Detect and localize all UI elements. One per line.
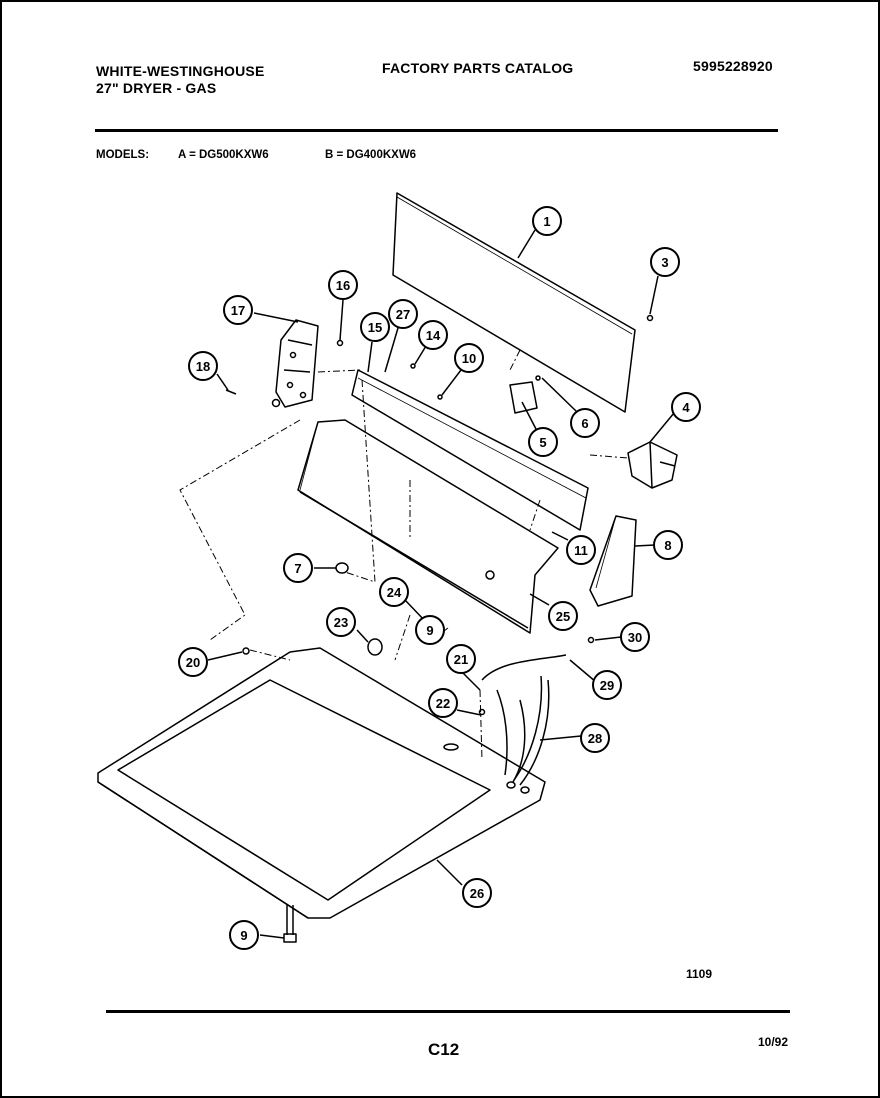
timer-part: [627, 441, 678, 489]
svg-text:21: 21: [454, 652, 468, 667]
model-b: B = DG400KXW6: [325, 149, 417, 161]
catalog-number: 5995228920: [693, 58, 773, 74]
svg-text:18: 18: [196, 359, 210, 374]
knob-part-23: [367, 638, 383, 656]
footer-rule: [106, 1010, 790, 1013]
callout-24: 24: [379, 577, 409, 607]
screw-part-14: [410, 363, 416, 369]
svg-text:14: 14: [426, 328, 441, 343]
callout-3: 3: [650, 247, 680, 277]
svg-text:6: 6: [581, 416, 588, 431]
screw-part-10: [437, 394, 443, 400]
models-label: MODELS:: [96, 149, 150, 161]
callout-4: 4: [671, 392, 701, 422]
svg-text:27: 27: [396, 307, 410, 322]
svg-text:5: 5: [539, 435, 546, 450]
screw-part-18: [225, 389, 237, 395]
model-a: A = DG500KXW6: [178, 149, 269, 161]
callout-20: 20: [178, 647, 208, 677]
svg-text:8: 8: [664, 538, 671, 553]
knob-part-7: [335, 562, 349, 574]
svg-text:9: 9: [426, 623, 433, 638]
svg-text:28: 28: [588, 731, 602, 746]
page-code: C12: [428, 1040, 460, 1059]
switch-part: [509, 375, 541, 414]
hose-part: [478, 675, 550, 786]
callout-27: 27: [388, 299, 418, 329]
catalog-title: FACTORY PARTS CATALOG: [382, 60, 574, 76]
callout-16: 16: [328, 270, 358, 300]
header-rule: [95, 129, 778, 132]
drawing-number: 1109: [686, 967, 713, 981]
callout-bubbles: 1 3 16 17 27 15 14 10 18 6 5 4 11 8 7 24…: [178, 206, 701, 950]
console-strip-part: [351, 369, 589, 531]
control-console-part: [297, 419, 559, 634]
svg-text:29: 29: [600, 678, 614, 693]
svg-text:24: 24: [387, 585, 402, 600]
svg-text:22: 22: [436, 696, 450, 711]
callout-7: 7: [283, 553, 313, 583]
svg-text:1: 1: [543, 214, 550, 229]
callout-28: 28: [580, 723, 610, 753]
callout-29: 29: [592, 670, 622, 700]
callout-26: 26: [462, 878, 492, 908]
callout-10: 10: [454, 343, 484, 373]
screw-part-16: [336, 339, 344, 347]
revision-date: 10/92: [758, 1035, 789, 1049]
product-name: 27" DRYER - GAS: [96, 80, 217, 96]
svg-text:10: 10: [462, 351, 476, 366]
callout-9-lower: 9: [229, 920, 259, 950]
svg-text:7: 7: [294, 561, 301, 576]
callout-22: 22: [428, 688, 458, 718]
svg-text:30: 30: [628, 630, 642, 645]
svg-text:9: 9: [240, 928, 247, 943]
callout-23: 23: [326, 607, 356, 637]
brand-name: WHITE-WESTINGHOUSE: [96, 63, 265, 79]
svg-text:3: 3: [661, 255, 668, 270]
end-cap-right-part: [589, 515, 637, 607]
callout-1: 1: [532, 206, 562, 236]
callout-11: 11: [566, 535, 596, 565]
callout-30: 30: [620, 622, 650, 652]
top-panel-part: [97, 647, 546, 919]
callout-25: 25: [548, 601, 578, 631]
svg-text:25: 25: [556, 609, 570, 624]
callout-15: 15: [360, 312, 390, 342]
callout-9-upper: 9: [415, 615, 445, 645]
back-panel-part: [392, 192, 636, 413]
callout-5: 5: [528, 427, 558, 457]
leveling-foot-part: [283, 905, 297, 943]
callout-6: 6: [570, 408, 600, 438]
svg-text:15: 15: [368, 320, 382, 335]
svg-text:17: 17: [231, 303, 245, 318]
callout-18: 18: [188, 351, 218, 381]
callout-17: 17: [223, 295, 253, 325]
screw-part: [646, 314, 654, 322]
svg-text:11: 11: [574, 543, 588, 558]
callout-8: 8: [653, 530, 683, 560]
screw-part-20: [242, 647, 250, 655]
svg-text:4: 4: [682, 400, 690, 415]
wire-harness-part: [481, 636, 595, 681]
svg-text:20: 20: [186, 655, 200, 670]
assembly-guide-lines: [179, 349, 629, 761]
callout-21: 21: [446, 644, 476, 674]
svg-text:23: 23: [334, 615, 348, 630]
callout-14: 14: [418, 320, 448, 350]
svg-text:16: 16: [336, 278, 350, 293]
leader-lines: [207, 229, 675, 939]
svg-text:26: 26: [470, 886, 484, 901]
end-bracket-left-part: [271, 319, 319, 408]
